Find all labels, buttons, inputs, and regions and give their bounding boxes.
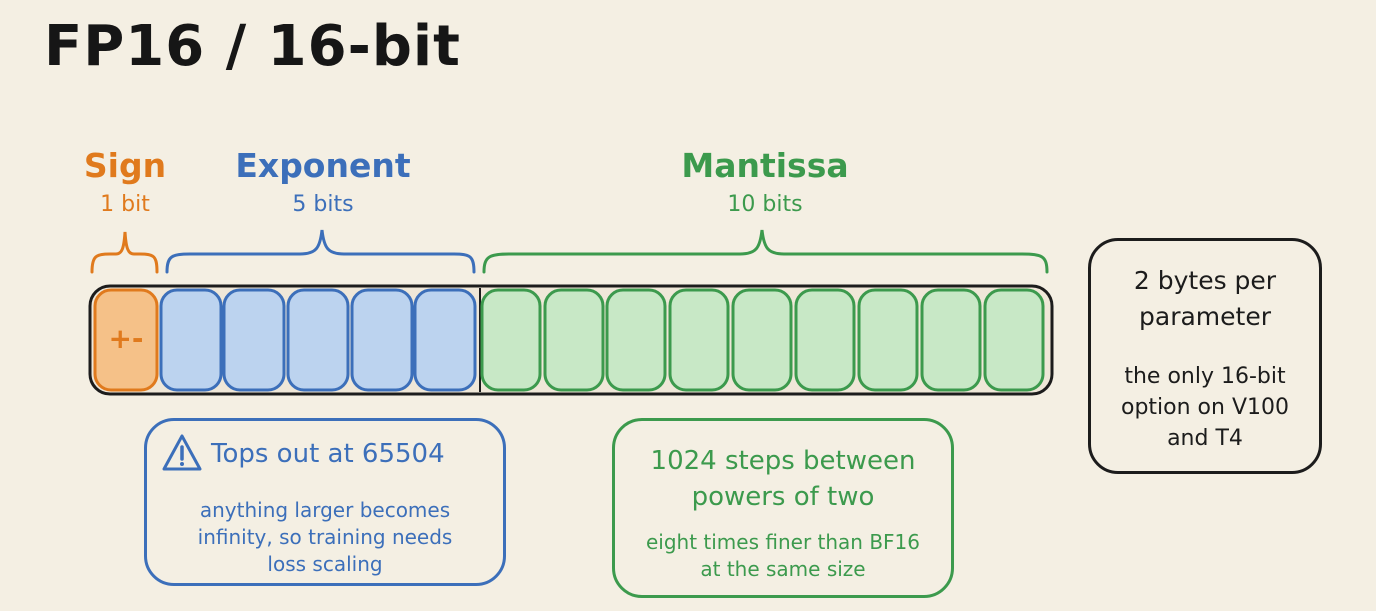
mantissa-bit-cell <box>920 288 982 392</box>
exponent-brace <box>165 229 476 274</box>
exponent-label: Exponent <box>235 146 411 185</box>
mantissa-bit-cell <box>857 288 919 392</box>
exponent-cells <box>159 288 477 392</box>
range-note-heading: Tops out at 65504 <box>211 439 445 469</box>
sign-bits-label: 1 bit <box>100 192 150 217</box>
precision-heading-line: powers of two <box>691 482 875 512</box>
mantissa-brace <box>482 229 1049 274</box>
sign-bit-cell <box>93 288 159 392</box>
range-note-box: Tops out at 65504 anything larger become… <box>144 418 506 586</box>
sign-brace <box>90 231 159 274</box>
precision-note-heading: 1024 steps between powers of two <box>615 443 951 515</box>
mantissa-label: Mantissa <box>681 146 849 185</box>
exponent-bits-label: 5 bits <box>292 192 354 217</box>
range-note-line: infinity, so training needs <box>197 525 453 549</box>
precision-note-line: at the same size <box>700 557 866 581</box>
exponent-bit-cell <box>222 288 286 392</box>
exponent-bit-cell <box>159 288 223 392</box>
exponent-bit-cell <box>350 288 414 392</box>
range-note-line: anything larger becomes <box>199 498 451 522</box>
size-note-body: the only 16-bit option on V100 and T4 <box>1091 361 1319 454</box>
mantissa-bit-cell <box>605 288 667 392</box>
size-note-box: 2 bytes per parameter the only 16-bit op… <box>1088 238 1322 474</box>
size-heading-line: parameter <box>1139 302 1271 331</box>
size-note-line: and T4 <box>1167 426 1243 451</box>
mantissa-bit-cell <box>480 288 542 392</box>
mantissa-bit-cell <box>794 288 856 392</box>
page-title: FP16 / 16-bit <box>44 14 461 79</box>
size-note-line: option on V100 <box>1121 395 1289 420</box>
precision-heading-line: 1024 steps between <box>650 446 916 476</box>
range-note-body: anything larger becomes infinity, so tra… <box>147 497 503 578</box>
mantissa-bits-label: 10 bits <box>727 192 803 217</box>
sign-symbol: +- <box>108 322 144 355</box>
sign-label: Sign <box>83 146 167 185</box>
mantissa-bit-cell <box>668 288 730 392</box>
exponent-bit-cell <box>413 288 477 392</box>
warning-icon <box>161 433 203 473</box>
size-note-heading: 2 bytes per parameter <box>1091 263 1319 335</box>
size-note-line: the only 16-bit <box>1124 364 1286 389</box>
exponent-bit-cell <box>286 288 350 392</box>
precision-note-line: eight times finer than BF16 <box>645 530 921 554</box>
precision-note-body: eight times finer than BF16 at the same … <box>615 529 951 583</box>
mantissa-bit-cell <box>983 288 1045 392</box>
range-note-line: loss scaling <box>267 552 383 576</box>
precision-note-box: 1024 steps between powers of two eight t… <box>612 418 954 598</box>
mantissa-bit-cell <box>543 288 605 392</box>
mantissa-cells <box>480 288 1045 392</box>
mantissa-bit-cell <box>731 288 793 392</box>
size-heading-line: 2 bytes per <box>1133 266 1277 295</box>
